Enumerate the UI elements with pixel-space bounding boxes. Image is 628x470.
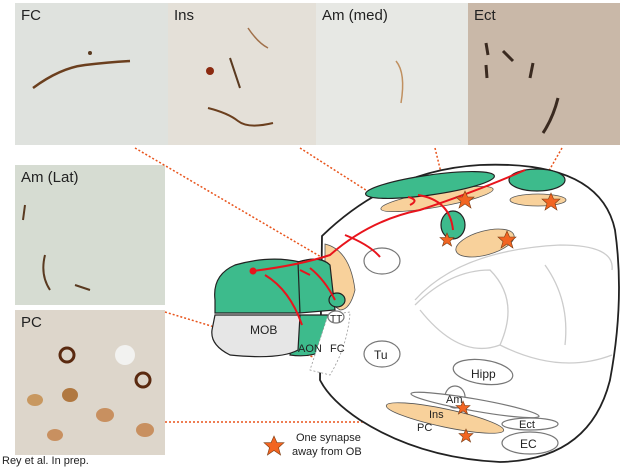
- axon-stain: [32, 51, 131, 90]
- label-tt: TT: [330, 314, 342, 325]
- micrograph-ect: Ect: [468, 3, 620, 145]
- label-ins: Ins: [429, 409, 444, 421]
- citation-caption: Rey et al. In prep.: [2, 455, 89, 467]
- label-ect: Ect: [519, 419, 535, 431]
- cell-stain: [27, 345, 154, 441]
- legend-text-2: away from OB: [292, 446, 362, 458]
- micrograph-pc: PC: [15, 310, 165, 455]
- micrograph-am-med: Am (med): [316, 3, 468, 145]
- label-am: Am: [446, 394, 463, 406]
- mob-region: [211, 314, 301, 358]
- brain-outline: [319, 163, 620, 463]
- brainstem-outline: [414, 244, 613, 364]
- panel-label: PC: [21, 314, 42, 331]
- micrograph-ins: Ins: [168, 3, 316, 145]
- panel-label: Ins: [174, 7, 195, 24]
- legend-text-1: One synapse: [296, 432, 361, 444]
- label-mob: MOB: [250, 323, 277, 337]
- label-fc: FC: [330, 343, 345, 355]
- region-labels: MOB AON FC TT Tu Hipp Am Ins PC Ect EC O…: [250, 314, 537, 458]
- panel-label: Am (med): [322, 7, 388, 24]
- fc-region: [309, 311, 351, 376]
- label-aon: AON: [298, 343, 322, 355]
- label-pc: PC: [417, 422, 432, 434]
- label-ec: EC: [520, 437, 537, 451]
- micrograph-am-lat: Am (Lat): [15, 165, 165, 305]
- panel-label: FC: [21, 7, 41, 24]
- legend-star-icon: [263, 435, 285, 456]
- outlined-regions: [327, 247, 559, 455]
- label-hipp: Hipp: [471, 367, 496, 381]
- axon-stain: [395, 60, 404, 104]
- axon-projections: [249, 169, 526, 326]
- panel-label: Ect: [474, 7, 496, 24]
- axon-stain: [206, 27, 274, 127]
- panel-label: Am (Lat): [21, 169, 79, 186]
- axon-stain: [22, 204, 91, 291]
- one-synapse-stars: [263, 190, 561, 456]
- tan-regions: [324, 185, 567, 434]
- label-tu: Tu: [374, 348, 388, 362]
- micrograph-fc: FC: [15, 3, 168, 145]
- axon-stain: [484, 42, 560, 134]
